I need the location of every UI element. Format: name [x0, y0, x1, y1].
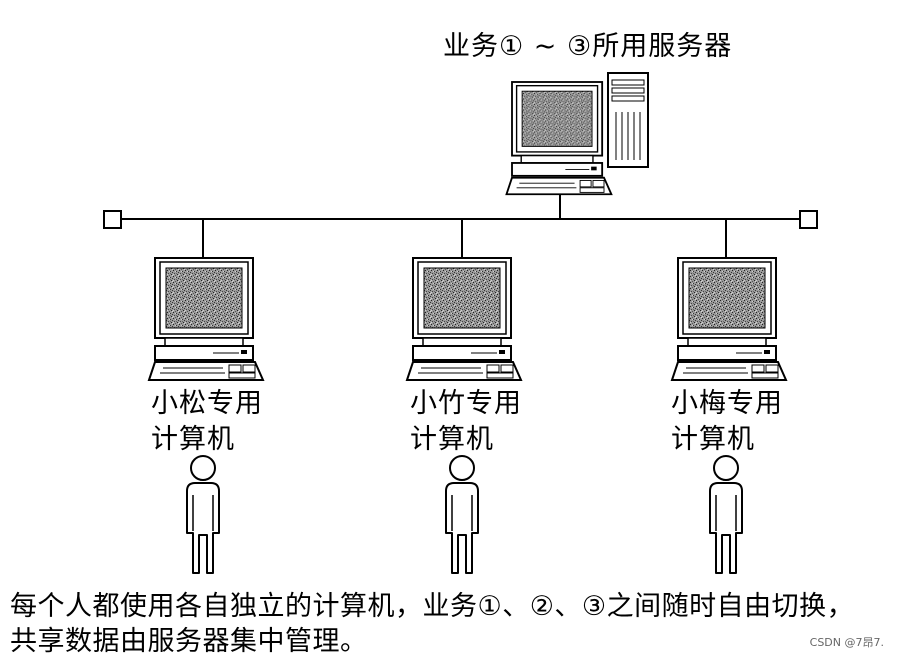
server-computer — [505, 72, 649, 196]
person-koume — [709, 455, 743, 574]
computer-label-line2: 计算机 — [151, 424, 235, 455]
computer-label-line1: 小松专用 — [151, 388, 263, 419]
computer-label-komatsu: 小松专用 计算机 — [151, 386, 263, 458]
computer-label-line2: 计算机 — [410, 424, 494, 455]
computer-kotake — [406, 257, 522, 381]
person-kotake — [445, 455, 479, 574]
computer-label-kotake: 小竹专用 计算机 — [410, 386, 522, 458]
caption-line1: 每个人都使用各自独立的计算机，业务①、②、③之间随时自由切换， — [10, 591, 855, 622]
computer-komatsu — [148, 257, 264, 381]
computer-koume — [671, 257, 787, 381]
caption-line2: 共享数据由服务器集中管理。 — [10, 626, 368, 657]
computer-label-koume: 小梅专用 计算机 — [671, 386, 783, 458]
server-monitor — [505, 81, 613, 196]
computer-label-line2: 计算机 — [671, 424, 755, 455]
computer-label-line1: 小竹专用 — [410, 388, 522, 419]
bus-terminator-right — [799, 210, 818, 229]
person-komatsu — [186, 455, 220, 574]
server-label: 业务① ~ ③所用服务器 — [443, 31, 733, 62]
server-tower — [607, 72, 649, 168]
watermark: CSDN @7昂7. — [809, 636, 884, 649]
bus-terminator-left — [103, 210, 122, 229]
computer-label-line1: 小梅专用 — [671, 388, 783, 419]
